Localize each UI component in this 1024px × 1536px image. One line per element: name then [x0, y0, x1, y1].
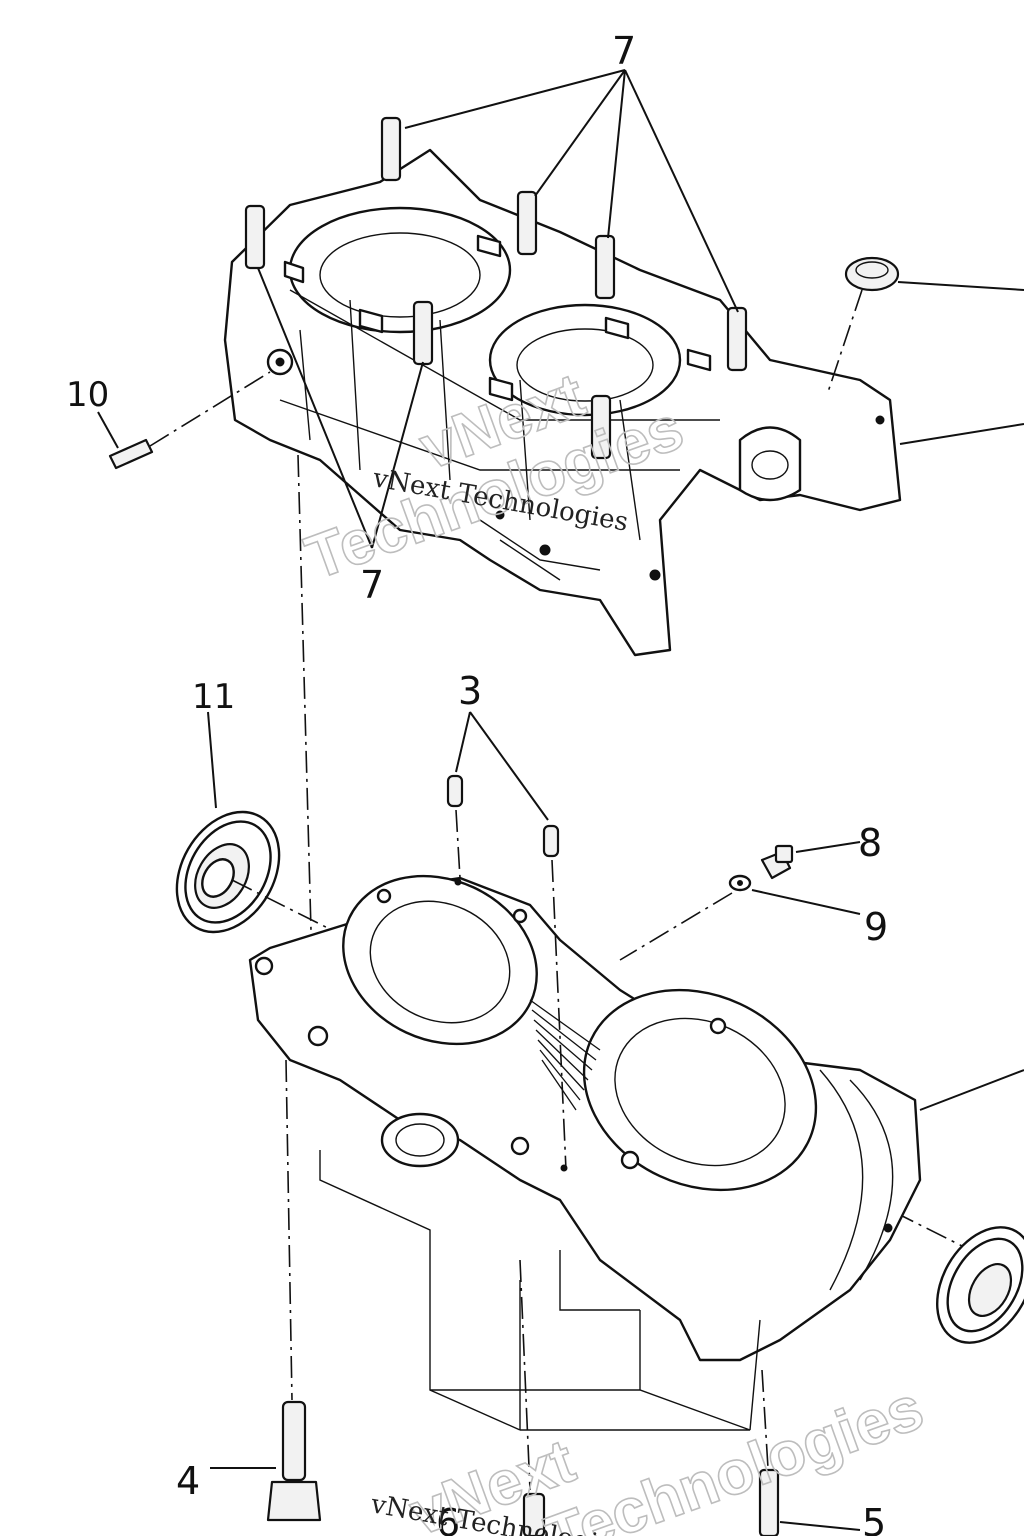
leader-lines-7-top [404, 69, 739, 313]
callout-7-bottom: 7 [360, 563, 384, 607]
lower-crankcase [248, 874, 1024, 1431]
callout-10: 10 [66, 375, 109, 415]
upper-plug-cap [827, 256, 1024, 445]
dowel-pin-10 [97, 371, 271, 470]
leader-lines-7-bottom [257, 267, 424, 549]
washer-9 [619, 874, 861, 961]
cylinder-studs [244, 116, 748, 460]
bolt-6 [519, 1259, 546, 1536]
callout-7-top: 7 [612, 29, 636, 73]
watermark-lower: vNext Technologies vNext Technologies [368, 1372, 933, 1536]
oil-seal-right [936, 1226, 1024, 1344]
callout-3: 3 [458, 669, 482, 713]
bolt-4 [210, 1059, 322, 1522]
callout-4: 4 [176, 1459, 200, 1503]
callout-6: 6 [436, 1501, 460, 1536]
callout-11: 11 [192, 677, 235, 717]
stud-5 [758, 1369, 861, 1536]
dowels-3 [446, 711, 567, 1171]
callout-5: 5 [862, 1501, 886, 1536]
drain-plug-8 [760, 841, 861, 880]
callout-8: 8 [858, 821, 882, 865]
oil-seal-11 [175, 711, 281, 934]
upper-crankcase [223, 148, 902, 657]
callout-9: 9 [864, 905, 888, 949]
